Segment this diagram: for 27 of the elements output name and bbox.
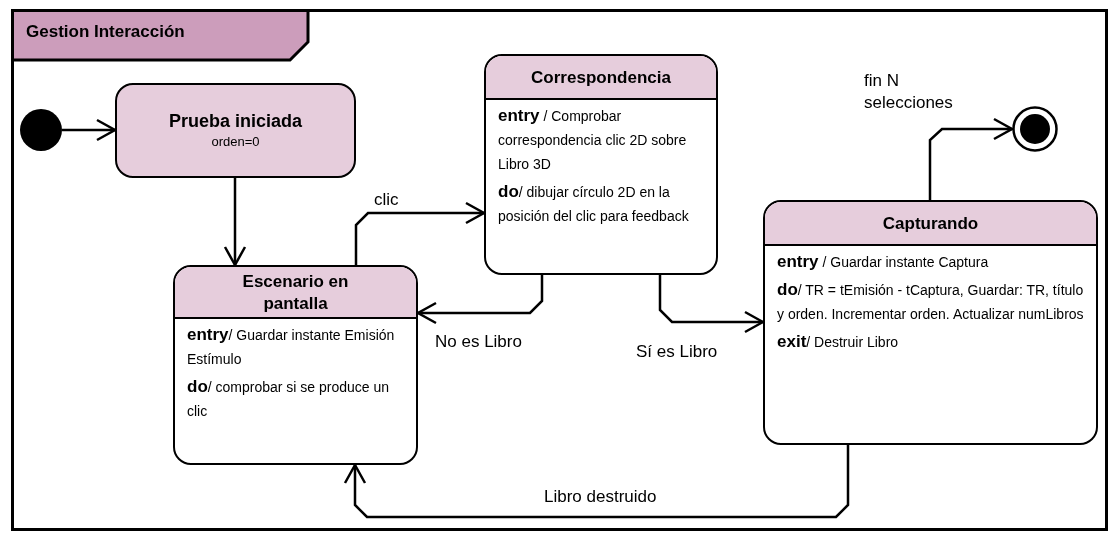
state-action: do/ comprobar si se produce un clic bbox=[186, 376, 391, 421]
transition-arrow bbox=[354, 201, 486, 265]
state-box bbox=[173, 265, 418, 465]
state-box bbox=[484, 54, 718, 275]
state-action: do/ TR = tEmisión - tCaptura, Guardar: TR, título y orden. Incrementar orden. Actualizar numLibros bbox=[776, 279, 1085, 324]
state-box bbox=[115, 83, 356, 178]
final-state bbox=[1012, 106, 1058, 152]
transition-arrow bbox=[416, 275, 544, 325]
transition-arrow bbox=[658, 275, 765, 334]
state-name: Prueba iniciada bbox=[167, 111, 304, 132]
state-variable: orden=0 bbox=[210, 134, 261, 149]
initial-state bbox=[20, 109, 62, 151]
state-name: Capturando bbox=[765, 202, 1096, 246]
state-action: do/ dibujar círculo 2D en la posición del clic para feedback bbox=[497, 181, 690, 226]
state-action: entry / Comprobar correspondencia clic 2D sobre Libro 3D bbox=[497, 105, 688, 174]
state-action: entry/ Guardar instante Emisión Estímulo bbox=[186, 324, 396, 369]
frame bbox=[11, 9, 1108, 531]
state-action: entry / Guardar instante Captura bbox=[776, 251, 990, 273]
frame-title: Gestion Interacción bbox=[26, 22, 185, 42]
state-name: Escenario en pantalla bbox=[175, 267, 416, 319]
state-box bbox=[763, 200, 1098, 445]
state-action: exit/ Destruir Libro bbox=[776, 331, 900, 353]
transition-arrow bbox=[343, 445, 850, 519]
transition-arrow bbox=[62, 118, 117, 142]
transition-arrow bbox=[928, 117, 1014, 200]
state-name: Correspondencia bbox=[486, 56, 716, 100]
transition-arrow bbox=[223, 178, 247, 267]
